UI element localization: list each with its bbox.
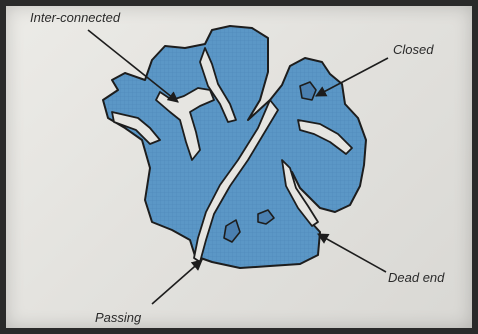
arrow-passing — [152, 260, 202, 304]
label-closed: Closed — [393, 42, 433, 57]
label-dead-end: Dead end — [388, 270, 444, 285]
label-inter-connected: Inter-connected — [30, 10, 120, 25]
arrow-dead-end — [318, 234, 386, 272]
label-passing: Passing — [95, 310, 141, 325]
